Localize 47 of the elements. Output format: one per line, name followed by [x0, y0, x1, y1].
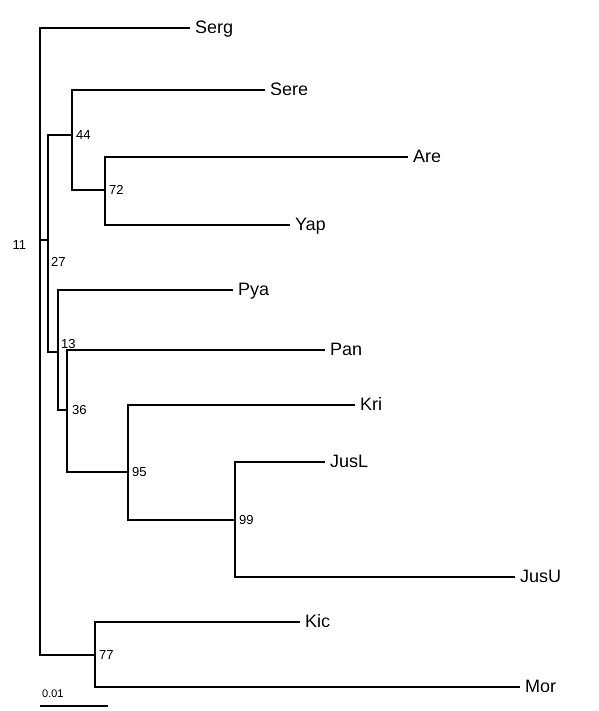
taxon-label: Kic — [300, 610, 330, 632]
bootstrap-value: 27 — [51, 254, 66, 269]
taxon-label: JusU — [515, 565, 562, 587]
branch-line — [72, 89, 265, 91]
taxon-label: Are — [408, 145, 442, 167]
branch-line — [128, 404, 355, 406]
branch-line — [40, 654, 95, 656]
branch-line — [58, 289, 233, 291]
clade-line — [104, 156, 106, 226]
clade-line — [66, 349, 68, 473]
taxon-label: Serg — [190, 16, 234, 38]
taxon-label: Kri — [355, 393, 382, 415]
branch-line — [235, 461, 325, 463]
bootstrap-value: 13 — [61, 336, 76, 351]
taxon-label: Yap — [290, 213, 326, 235]
clade-line — [71, 89, 73, 191]
bootstrap-value: 36 — [72, 402, 86, 417]
bootstrap-value: 11 — [12, 237, 26, 252]
taxon-label: Pan — [325, 338, 362, 360]
branch-line — [67, 471, 128, 473]
clade-line — [57, 289, 59, 411]
branch-line — [48, 134, 72, 136]
bootstrap-value: 95 — [132, 464, 146, 479]
branch-line — [72, 189, 105, 191]
bootstrap-value: 72 — [109, 182, 124, 197]
bootstrap-value: 99 — [239, 512, 254, 527]
taxon-label: Sere — [265, 78, 308, 100]
clade-line — [94, 621, 96, 688]
clade-line — [47, 134, 49, 353]
branch-line — [235, 576, 515, 578]
branch-line — [95, 686, 520, 688]
branch-line — [105, 224, 290, 226]
branch-line — [128, 519, 235, 521]
taxon-label: Mor — [520, 675, 556, 697]
bootstrap-value: 77 — [99, 647, 114, 662]
branch-line — [95, 621, 300, 623]
branch-line — [40, 27, 190, 29]
branch-line — [48, 351, 58, 353]
scale-label: 0.01 — [42, 688, 64, 701]
clade-line — [39, 27, 41, 656]
branch-line — [105, 156, 408, 158]
bootstrap-value: 44 — [76, 127, 90, 142]
taxon-label: Pya — [233, 278, 270, 300]
taxon-label: JusL — [325, 450, 368, 472]
clade-line — [127, 404, 129, 521]
clade-line — [234, 461, 236, 578]
branch-line — [67, 349, 325, 351]
